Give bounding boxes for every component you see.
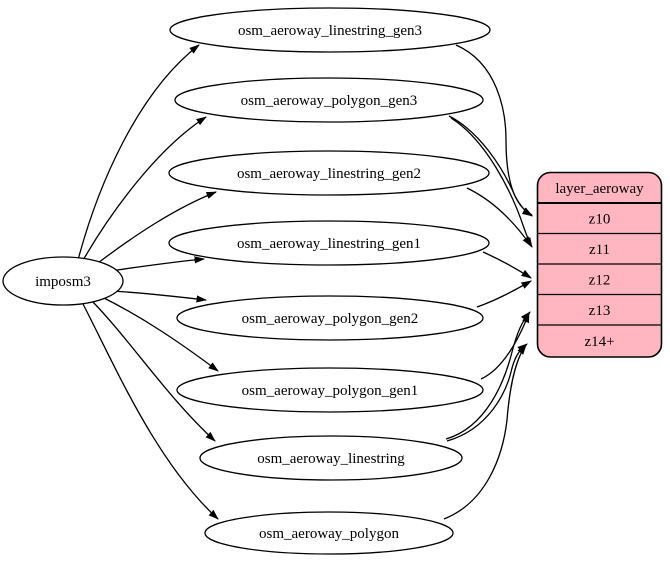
- linestring-gen3-ellipse: [169, 7, 491, 53]
- edge-linestring-gen2-z11: [466, 187, 532, 247]
- edge-linestring-z13: [445, 311, 531, 440]
- polygon-gen2-label: osm_aeroway_polygon_gen2: [242, 311, 419, 327]
- linestring-ellipse: [199, 435, 463, 481]
- edge-linestring-gen1-z12: [482, 251, 532, 279]
- layer-aeroway-title: layer_aeroway: [555, 181, 644, 197]
- node-osm-aeroway-linestring-gen1: osm_aeroway_linestring_gen1: [168, 220, 490, 266]
- layer-aeroway-box: [536, 171, 663, 358]
- node-layer-aeroway: layer_aeroway z10 z11 z12 z13 z14+: [536, 171, 663, 358]
- edge-imposm3-linestring: [91, 300, 216, 442]
- layer-row-z14: z14+: [584, 334, 614, 350]
- imposm3-ellipse: [2, 256, 124, 306]
- edge-group-tables-to-layer: [443, 44, 533, 520]
- node-osm-aeroway-linestring-gen3: osm_aeroway_linestring_gen3: [169, 7, 491, 53]
- polygon-gen1-ellipse: [176, 367, 484, 413]
- linestring-gen1-label: osm_aeroway_linestring_gen1: [237, 236, 421, 252]
- polygon-label: osm_aeroway_polygon: [259, 526, 399, 542]
- linestring-gen2-ellipse: [168, 150, 490, 196]
- edge-group-source-to-tables: [77, 44, 219, 520]
- node-imposm3: imposm3: [2, 256, 124, 306]
- edge-linestring-gen3-z10: [455, 44, 533, 216]
- node-osm-aeroway-polygon-gen2: osm_aeroway_polygon_gen2: [176, 295, 484, 341]
- edge-imposm3-linestring-gen3: [77, 44, 200, 261]
- layer-row-z10: z10: [589, 212, 611, 228]
- layer-row-z11: z11: [589, 242, 610, 258]
- edge-imposm3-linestring-gen2: [93, 191, 217, 267]
- linestring-gen3-label: osm_aeroway_linestring_gen3: [238, 23, 422, 39]
- edge-imposm3-polygon-gen3: [81, 116, 207, 263]
- node-osm-aeroway-polygon: osm_aeroway_polygon: [204, 511, 454, 555]
- edge-polygon-z14: [443, 344, 527, 520]
- node-osm-aeroway-linestring-gen2: osm_aeroway_linestring_gen2: [168, 150, 490, 196]
- edge-polygon-gen3-z10: [448, 115, 533, 217]
- imposm3-label: imposm3: [35, 274, 91, 290]
- polygon-ellipse: [204, 511, 454, 555]
- polygon-gen2-ellipse: [176, 295, 484, 341]
- linestring-label: osm_aeroway_linestring: [257, 451, 405, 467]
- edge-imposm3-linestring-gen1: [109, 256, 205, 272]
- edge-polygon-gen1-z13: [480, 312, 530, 380]
- edge-polygon-gen2-z12: [476, 280, 532, 308]
- layer-row-z12: z12: [589, 273, 611, 289]
- polygon-gen1-label: osm_aeroway_polygon_gen1: [242, 383, 419, 399]
- node-osm-aeroway-linestring: osm_aeroway_linestring: [199, 435, 463, 481]
- edge-imposm3-polygon: [82, 303, 219, 520]
- node-osm-aeroway-polygon-gen3: osm_aeroway_polygon_gen3: [174, 77, 484, 123]
- edge-imposm3-polygon-gen2: [111, 290, 207, 303]
- polygon-gen3-label: osm_aeroway_polygon_gen3: [241, 93, 418, 109]
- linestring-gen2-label: osm_aeroway_linestring_gen2: [237, 166, 421, 182]
- layer-row-z13: z13: [589, 303, 611, 319]
- edge-imposm3-polygon-gen1: [101, 296, 219, 372]
- linestring-gen1-ellipse: [168, 220, 490, 266]
- node-osm-aeroway-polygon-gen1: osm_aeroway_polygon_gen1: [176, 367, 484, 413]
- polygon-gen3-ellipse: [174, 77, 484, 123]
